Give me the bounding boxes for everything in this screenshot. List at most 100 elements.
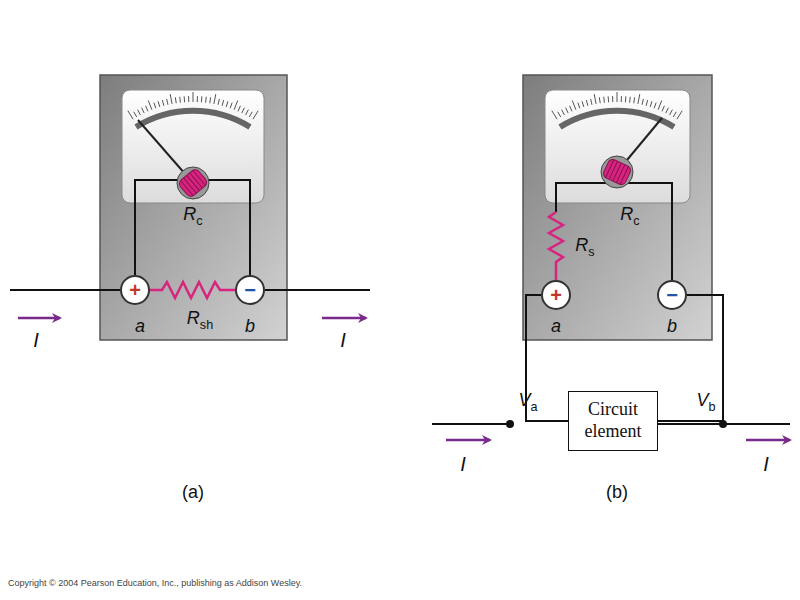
scale-tick (246, 110, 249, 115)
scale-tick (558, 112, 561, 117)
coil (601, 156, 633, 188)
scale-tick (625, 96, 626, 102)
scale-tick (218, 99, 219, 105)
wire (10, 289, 120, 291)
box-text: Circuit element (578, 399, 648, 442)
dial-window (122, 90, 264, 203)
scale-tick (209, 97, 211, 103)
scale-tick (603, 97, 605, 103)
scale-tick (162, 100, 164, 106)
wire (556, 183, 672, 280)
wire (265, 289, 370, 291)
scale-tick (226, 101, 228, 107)
series-resistor-symbol (549, 212, 563, 280)
scale-tick (662, 106, 664, 112)
text-label: Rc (620, 204, 639, 228)
scale-tick (184, 96, 185, 102)
terminal-circle: − (657, 280, 687, 310)
scale-arc (136, 111, 250, 127)
scale-tick (170, 94, 172, 104)
scale-tick (138, 110, 141, 115)
scale-tick (253, 111, 258, 119)
text-label: (a) (182, 482, 204, 503)
scale-tick (234, 100, 238, 109)
scale-tick (242, 108, 245, 113)
scale-tick (654, 103, 656, 109)
scale-tick (154, 103, 156, 109)
scale-tick (658, 100, 662, 109)
text-label: I (460, 453, 466, 476)
scale-tick (673, 112, 676, 117)
scale-tick (230, 103, 232, 109)
meter-housing (523, 75, 712, 340)
current-arrow (446, 439, 490, 442)
copyright-caption: Copyright © 2004 Pearson Education, Inc.… (8, 578, 302, 588)
text-label: Vb (696, 390, 715, 414)
terminal-circle: − (235, 275, 265, 305)
scale-tick (566, 108, 569, 113)
scale-tick (638, 94, 640, 104)
terminal-sign: − (244, 279, 256, 302)
text-label: Rsh (187, 308, 213, 332)
wire (432, 423, 510, 425)
scale-tick (193, 92, 194, 102)
text-label: a (551, 316, 561, 337)
scale-tick (222, 100, 224, 106)
scale-tick (670, 110, 673, 115)
scale-tick (238, 106, 240, 112)
scale-tick (134, 112, 137, 117)
scale-tick (617, 92, 618, 102)
scale-tick (197, 96, 198, 102)
text-label: I (763, 453, 769, 476)
scale-tick (167, 99, 168, 105)
current-arrow (18, 317, 60, 320)
coil (177, 167, 209, 199)
scale-tick (205, 97, 207, 103)
scale-tick (188, 96, 189, 102)
shunt-resistor-symbol (150, 282, 235, 298)
scale-tick (642, 99, 643, 105)
scale-tick (629, 97, 631, 103)
scale-tick (214, 94, 216, 104)
scale-tick (677, 111, 682, 119)
terminal-circle: + (120, 275, 150, 305)
text-label: Rs (575, 235, 594, 259)
scale-tick (552, 111, 557, 119)
wire (135, 180, 250, 275)
meter-housing (100, 75, 287, 340)
scale-tick (650, 101, 652, 107)
text-label: Va (518, 390, 537, 414)
scale-tick (599, 97, 601, 103)
scale-tick (633, 97, 635, 103)
junction-dot (506, 420, 514, 428)
scale-tick (578, 103, 580, 109)
wire-connector (658, 295, 723, 421)
scale-tick (608, 96, 609, 102)
text-label: (b) (606, 482, 628, 503)
current-arrow (746, 439, 790, 442)
scale-tick (586, 100, 588, 106)
scale-tick (582, 101, 584, 107)
scale-tick (249, 112, 252, 117)
scale-tick (158, 101, 160, 107)
wire-connector (526, 295, 568, 421)
text-label: b (245, 316, 255, 337)
scale-tick (175, 97, 177, 103)
scale-tick (572, 100, 576, 109)
scale-tick (179, 97, 181, 103)
scale-tick (148, 100, 152, 109)
scale-tick (128, 111, 133, 119)
circuit-element-box: Circuit element (568, 391, 658, 451)
terminal-circle: + (541, 280, 571, 310)
text-label: a (135, 316, 145, 337)
scale-tick (666, 108, 669, 113)
text-label: Rc (183, 204, 202, 228)
scale-tick (646, 100, 648, 106)
scale-tick (146, 106, 148, 112)
text-label: b (667, 316, 677, 337)
terminal-sign: − (666, 284, 678, 307)
scale-tick (621, 96, 622, 102)
scale-tick (591, 99, 592, 105)
scale-tick (594, 94, 596, 104)
